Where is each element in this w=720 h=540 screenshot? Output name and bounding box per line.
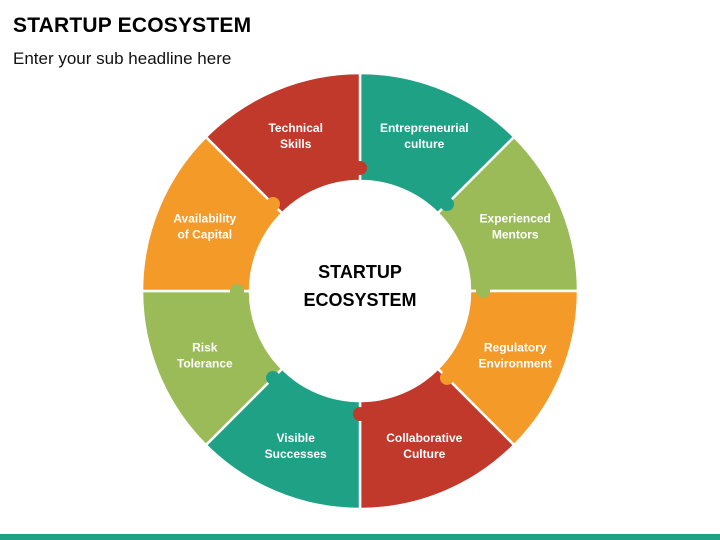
segment-label: Successes	[265, 447, 327, 461]
puzzle-knob	[353, 161, 367, 175]
page-subtitle: Enter your sub headline here	[13, 49, 232, 68]
segment-label: Entrepreneurial	[380, 121, 469, 135]
page-title: STARTUP ECOSYSTEM	[13, 14, 252, 37]
segment-label: Tolerance	[177, 356, 233, 370]
segment-label: culture	[404, 137, 444, 151]
wheel-segment	[204, 71, 362, 215]
segment-label: Technical	[268, 121, 322, 135]
segment-labels: Entrepreneurial cultureExperiencedMentors…	[173, 121, 552, 461]
segment-label: Regulatory	[484, 340, 547, 354]
segment-label: Experienced	[480, 212, 551, 226]
segment-label: of Capital	[177, 228, 232, 242]
puzzle-tabs	[230, 161, 490, 421]
puzzle-knob	[266, 197, 281, 212]
segment-label: Availability	[173, 212, 236, 226]
bottom-accent-bar	[0, 534, 720, 540]
puzzle-knob	[439, 370, 454, 385]
puzzle-knob	[266, 370, 281, 385]
puzzle-knob	[439, 197, 454, 212]
center-circle	[250, 181, 470, 401]
center-title-line-1: STARTUP	[318, 262, 402, 282]
segment-label: Mentors	[492, 228, 539, 242]
puzzle-knob	[476, 284, 490, 298]
segment-label: Visible	[276, 431, 315, 445]
center-title-line-2: ECOSYSTEM	[303, 290, 416, 310]
wheel-segments	[140, 71, 580, 511]
segment-label: Environment	[479, 356, 552, 370]
segment-label: Skills	[280, 137, 312, 151]
puzzle-knob	[353, 407, 367, 421]
segment-label: Risk	[192, 340, 218, 354]
segment-label: Culture	[403, 447, 445, 461]
puzzle-knob	[230, 284, 244, 298]
segment-label: Collaborative	[386, 431, 462, 445]
